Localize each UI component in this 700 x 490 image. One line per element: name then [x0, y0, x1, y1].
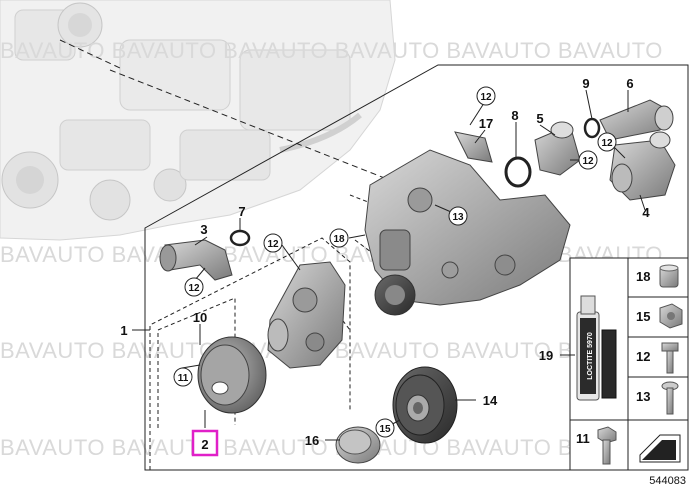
elbow-pipe-5-illustration	[534, 121, 581, 176]
legend-item-13: 13	[636, 381, 679, 415]
circled-callout-12-right: 12	[601, 138, 613, 149]
coolant-pipe-6-illustration	[599, 99, 674, 141]
legend-item-12a: 12	[636, 342, 679, 374]
callout-19: 19	[539, 348, 553, 363]
legend-item-18: 18	[636, 264, 679, 288]
sealant-tube-19-illustration: LOCTITE 5970	[576, 295, 617, 401]
circled-callout-15: 15	[379, 424, 391, 435]
callout-8: 8	[511, 108, 518, 123]
pump-pulley-10-illustration	[197, 336, 267, 414]
legend-label-15: 15	[636, 309, 650, 324]
svg-text:BAVAUTO BAVAUTO BAVAUTO BAVAUT: BAVAUTO BAVAUTO BAVAUTO BAVAUTO BAVAUTO …	[0, 435, 663, 460]
bracket-illustration	[454, 131, 493, 163]
circled-callout-18: 18	[333, 234, 345, 245]
callout-7: 7	[238, 204, 245, 219]
callout-14: 14	[483, 393, 498, 408]
circled-callout-11: 11	[178, 373, 189, 384]
callout-10: 10	[193, 310, 207, 325]
legend-label-11: 11	[576, 431, 590, 446]
svg-text:BAVAUTO BAVAUTO BAVAUTO BAVAUT: BAVAUTO BAVAUTO BAVAUTO BAVAUTO BAVAUTO …	[0, 38, 663, 63]
callout-1: 1	[120, 323, 127, 338]
cover-cap-16-illustration	[335, 426, 381, 464]
coolant-housing-illustration	[364, 149, 571, 316]
callout-labels: 6 9 5 8 17 4 7 3 10 1 14 16 19	[120, 76, 650, 448]
sealant-tube-label: LOCTITE 5970	[587, 332, 594, 380]
callout-6: 6	[626, 76, 633, 91]
o-ring-9-illustration	[583, 117, 601, 139]
o-ring-8-illustration	[504, 156, 532, 188]
callout-2: 2	[201, 437, 208, 452]
circled-callout-12-pump: 12	[267, 239, 279, 250]
document-number: 544083	[649, 475, 686, 487]
circled-callout-12-top: 12	[480, 92, 492, 103]
vibration-damper-14-illustration	[392, 366, 458, 444]
engine-block-illustration	[0, 0, 396, 241]
coolant-connector-4-illustration	[609, 131, 676, 201]
callout-3: 3	[200, 222, 207, 237]
circled-callout-labels: 12 12 12 13 18 12 12 11 15	[178, 92, 613, 435]
legend-label-12a: 12	[636, 349, 650, 364]
coolant-pipe-3-illustration	[159, 239, 233, 281]
legend-item-11: 11	[576, 426, 617, 465]
circled-callout-12-mid: 12	[582, 156, 594, 167]
highlighted-callout-2[interactable]: 2	[191, 429, 219, 457]
legend-label-18: 18	[636, 269, 650, 284]
legend-label-13: 13	[636, 389, 650, 404]
circled-callouts	[173, 86, 617, 438]
water-pump-illustration	[267, 261, 346, 369]
reference-arrow-icon	[639, 434, 681, 463]
circled-callout-13: 13	[452, 212, 464, 223]
callout-4: 4	[642, 205, 650, 220]
legend-item-15: 15	[636, 303, 683, 329]
callout-17: 17	[479, 116, 493, 131]
callout-5: 5	[536, 111, 543, 126]
callout-9: 9	[582, 76, 589, 91]
callout-16: 16	[305, 433, 319, 448]
circled-callout-12-pipe: 12	[188, 283, 200, 294]
o-ring-7-illustration	[229, 229, 251, 247]
